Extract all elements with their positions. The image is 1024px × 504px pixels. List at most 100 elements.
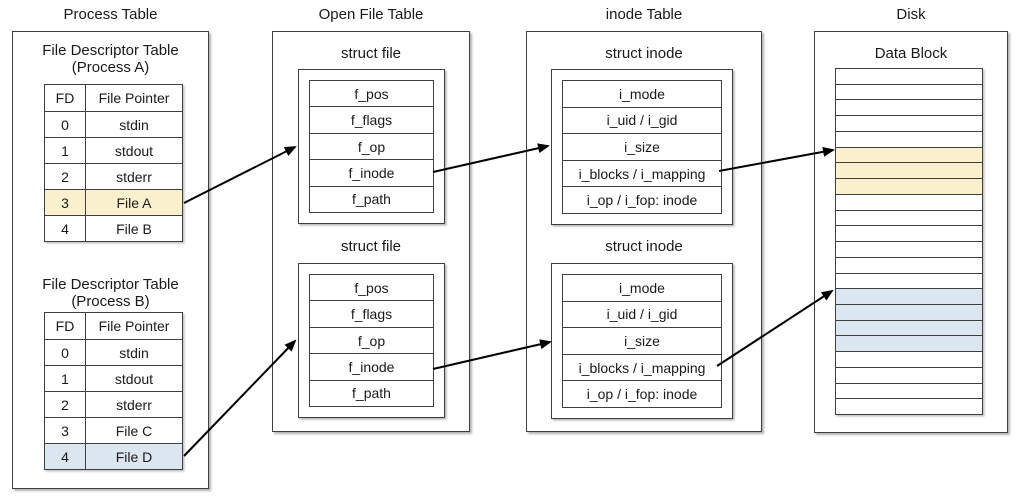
inode-table-title: inode Table: [605, 6, 683, 23]
disk-row-highlight-yellow: [836, 162, 982, 179]
process-table-box: File Descriptor Table (Process A) FD File…: [12, 31, 209, 489]
struct-inode-2-title: struct inode: [605, 238, 683, 255]
fd-table-b-heading-line1: File Descriptor Table: [42, 276, 179, 293]
fd-number-cell: 2: [45, 164, 86, 189]
struct-field: f_pos: [354, 85, 389, 102]
fd-number-cell: 0: [45, 340, 86, 365]
disk-row: [836, 225, 982, 241]
struct-field: i_mode: [619, 279, 665, 296]
disk-row: [836, 272, 982, 289]
data-block-title: Data Block: [874, 45, 948, 62]
struct-field: i_op / i_fop: inode: [563, 186, 721, 213]
file-pointer-cell: stderr: [116, 168, 152, 185]
disk-title: Disk: [896, 6, 926, 23]
fd-table-b-heading-line2: (Process B): [71, 293, 150, 310]
struct-field: i_uid / i_gid: [563, 106, 721, 134]
fd-table-a-heading-line2: (Process A): [71, 59, 150, 76]
disk-row-highlight-yellow: [836, 178, 982, 194]
file-pointer-cell: File A: [116, 194, 152, 211]
struct-field: f_flags: [310, 300, 433, 326]
struct-field: i_size: [563, 327, 721, 354]
fd-number-cell: 4: [45, 444, 86, 469]
fd-table-b-heading: File Descriptor Table (Process B): [13, 276, 208, 310]
struct-inode-1-title: struct inode: [605, 45, 683, 62]
fd-number-cell: 1: [45, 366, 86, 391]
disk-row: [836, 209, 982, 226]
file-pointer-cell: stdin: [119, 344, 149, 361]
struct-field: i_size: [563, 133, 721, 160]
fd-number-cell: 0: [45, 112, 86, 137]
fd-number-cell: 3: [45, 418, 86, 443]
file-pointer-cell: File D: [115, 448, 153, 465]
disk-row: [836, 382, 982, 399]
disk-row: [836, 69, 982, 84]
disk-row: [836, 130, 982, 147]
struct-field: f_op: [310, 326, 433, 353]
struct-field: i_op / i_fop: inode: [563, 380, 721, 407]
fd-table-a-heading: File Descriptor Table (Process A): [13, 42, 208, 76]
fd-header-cell: File Pointer: [98, 318, 170, 334]
disk-row: [836, 241, 982, 257]
fd-header-row: FD File Pointer: [45, 313, 182, 339]
struct-field: f_pos: [354, 279, 389, 296]
fd-row: 4 File B: [45, 215, 182, 241]
struct-field: i_mode: [619, 85, 665, 102]
disk-box: Data Block: [814, 31, 1008, 433]
struct-field: f_inode: [310, 159, 433, 185]
file-pointer-cell: stdout: [114, 370, 154, 387]
fd-number-cell: 2: [45, 392, 86, 417]
file-pointer-cell: stdout: [114, 142, 154, 159]
open-file-table-title: Open File Table: [318, 6, 424, 23]
fd-header-cell: File Pointer: [98, 90, 170, 106]
fd-row: 1 stdout: [45, 137, 182, 163]
disk-row: [836, 193, 982, 210]
disk-row: [836, 366, 982, 383]
disk-row: [836, 351, 982, 367]
fd-row: 1 stdout: [45, 365, 182, 391]
disk-row: [836, 256, 982, 273]
struct-field: f_path: [310, 185, 433, 212]
fd-number-cell: 1: [45, 138, 86, 163]
fd-row: 0 stdin: [45, 339, 182, 365]
struct-file-1-title: struct file: [340, 45, 401, 62]
struct-field: f_flags: [310, 106, 433, 132]
fd-number-cell: 4: [45, 216, 86, 241]
file-pointer-cell: File C: [115, 422, 153, 439]
file-pointer-cell: File B: [116, 220, 152, 237]
fd-table-a-heading-line1: File Descriptor Table: [42, 42, 179, 59]
disk-row-highlight-blue: [836, 335, 982, 352]
struct-field: i_blocks / i_mapping: [563, 353, 721, 381]
disk-row: [836, 398, 982, 414]
data-block-table: [835, 68, 983, 415]
process-table-title: Process Table: [63, 6, 158, 23]
disk-row: [836, 99, 982, 115]
struct-field: f_path: [310, 379, 433, 406]
fd-row: 2 stderr: [45, 163, 182, 189]
struct-field: i_uid / i_gid: [563, 300, 721, 328]
disk-row-highlight-yellow: [836, 146, 982, 163]
disk-row-highlight-blue: [836, 304, 982, 320]
fd-row: 3 File C: [45, 417, 182, 443]
file-pointer-cell: stderr: [116, 396, 152, 413]
struct-field: f_inode: [310, 353, 433, 379]
fd-row: 2 stderr: [45, 391, 182, 417]
fd-header-cell: FD: [45, 313, 86, 339]
disk-row: [836, 115, 982, 131]
fd-header-cell: FD: [45, 85, 86, 111]
fd-row: 4 File D: [45, 443, 182, 469]
struct-field: i_blocks / i_mapping: [563, 159, 721, 187]
